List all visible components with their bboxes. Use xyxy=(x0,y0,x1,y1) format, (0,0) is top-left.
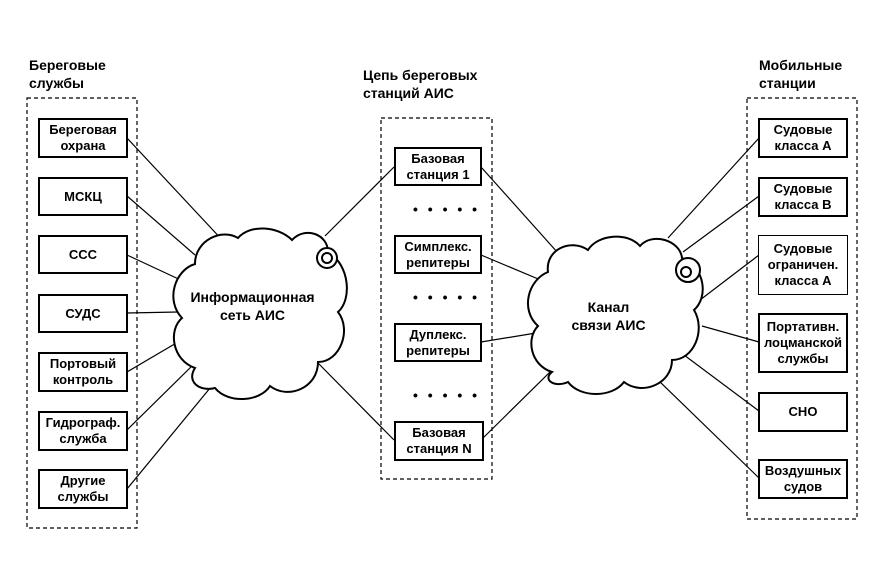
box-base-station-n: Базовая станция N xyxy=(394,421,484,461)
box-sss: ССС xyxy=(38,235,128,274)
box-coast-guard: Береговая охрана xyxy=(38,118,128,158)
box-hydrographic: Гидрограф. служба xyxy=(38,411,128,451)
center-group-title: Цепь береговых станций АИС xyxy=(363,67,478,101)
box-mskts: МСКЦ xyxy=(38,177,128,216)
box-class-a-ships: Судовые класса А xyxy=(758,118,848,158)
right-group-title: Мобильные станции xyxy=(759,57,843,91)
left-cloud-connectors xyxy=(316,166,395,441)
box-duplex-repeaters: Дуплекс. репитеры xyxy=(394,323,482,362)
box-class-b-ships: Судовые класса В xyxy=(758,177,848,217)
box-port-control: Портовый контроль xyxy=(38,352,128,392)
center-group-frame xyxy=(380,117,493,480)
right-connectors xyxy=(657,137,760,479)
left-cloud-label: Информационная сеть АИС xyxy=(190,289,315,323)
dots-2: • • • • • xyxy=(413,289,481,305)
box-pilot-portable: Портативн. лоцманской службы xyxy=(758,313,848,373)
box-base-station-1: Базовая станция 1 xyxy=(394,147,482,186)
left-group-title: Береговые службы xyxy=(29,57,106,91)
right-cloud-shape xyxy=(527,235,704,395)
box-suds: СУДС xyxy=(38,294,128,333)
box-other-services: Другие службы xyxy=(38,469,128,509)
right-cloud-label: Канал связи АИС xyxy=(571,299,646,333)
right-cloud-connectors-center xyxy=(480,166,559,441)
right-group-frame xyxy=(746,97,858,520)
left-connectors xyxy=(126,137,226,490)
dots-1: • • • • • xyxy=(413,201,481,217)
box-limited-class-a: Судовые ограничен. класса А xyxy=(758,235,848,295)
dots-3: • • • • • xyxy=(413,387,481,403)
box-aircraft: Воздушных судов xyxy=(758,459,848,499)
box-sno: СНО xyxy=(758,392,848,432)
box-simplex-repeaters: Симплекс. репитеры xyxy=(394,235,482,274)
